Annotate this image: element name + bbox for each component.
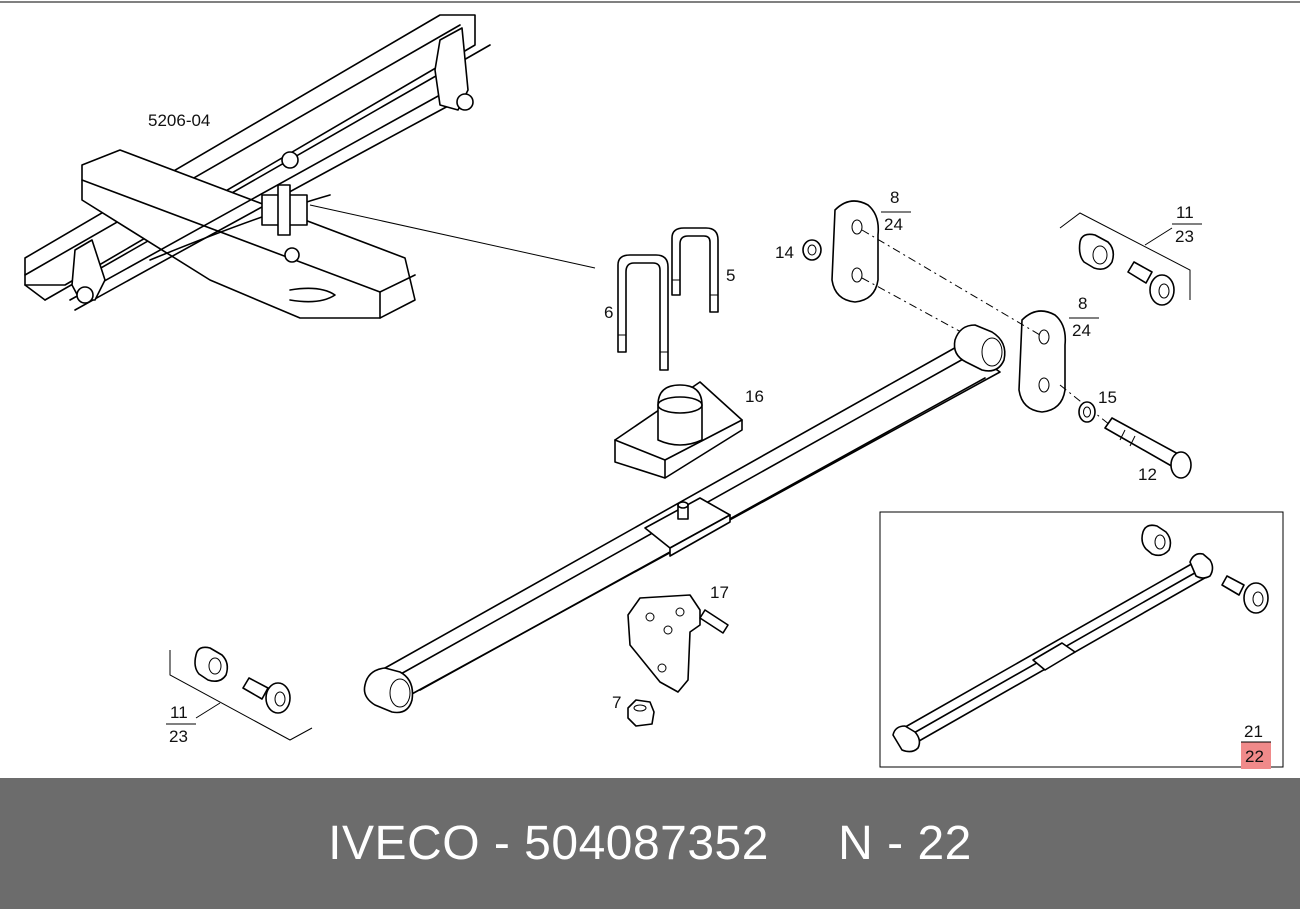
part-number-text: IVECO - 504087352 N - 22 — [328, 817, 972, 870]
shackle-plate-lower — [1018, 310, 1067, 413]
chassis-frame-assembly — [24, 14, 596, 319]
callout-23-upper: 23 — [1175, 227, 1194, 246]
callout-7: 7 — [612, 693, 621, 712]
exploded-view-drawing: 5206-04 5 6 7 8 24 8 24 11 23 11 23 12 1… — [0, 1, 1300, 769]
part-number-banner: IVECO - 504087352 N - 22 — [0, 778, 1300, 909]
callout-14: 14 — [775, 243, 794, 262]
parts-diagram: 5206-04 5 6 7 8 24 8 24 11 23 11 23 12 1… — [0, 1, 1300, 769]
nut-7 — [627, 699, 655, 727]
callout-5: 5 — [726, 266, 735, 285]
washer-15 — [1078, 401, 1096, 423]
callout-15: 15 — [1098, 388, 1117, 407]
callout-21: 21 — [1244, 722, 1263, 741]
callout-8-upper: 8 — [890, 188, 899, 207]
callout-24-lower: 24 — [1072, 321, 1091, 340]
callout-22: 22 — [1245, 747, 1264, 766]
bushing-set-upper-right — [1059, 212, 1191, 306]
bracket-17 — [627, 594, 729, 693]
callout-6: 6 — [604, 303, 613, 322]
bolt-12 — [1104, 417, 1192, 479]
shackle-plate-upper — [831, 200, 880, 303]
callout-11-lower: 11 — [170, 703, 188, 722]
callout-8-lower: 8 — [1078, 294, 1087, 313]
u-bolt-6 — [617, 254, 669, 371]
callout-12: 12 — [1138, 465, 1157, 484]
callout-17: 17 — [710, 583, 729, 602]
callout-22-highlight — [1241, 742, 1271, 769]
reference-label: 5206-04 — [148, 111, 210, 130]
washer-14 — [802, 239, 822, 261]
bump-stop-16 — [614, 381, 743, 479]
callout-24-upper: 24 — [884, 215, 903, 234]
leaf-spring-main — [363, 324, 1006, 714]
inset-assembly-box — [879, 511, 1284, 768]
callout-16: 16 — [745, 387, 764, 406]
u-bolt-5 — [671, 227, 719, 313]
bushing-set-lower-left — [169, 646, 313, 741]
callout-11-upper: 11 — [1176, 203, 1194, 222]
callout-23-lower: 23 — [169, 727, 188, 746]
